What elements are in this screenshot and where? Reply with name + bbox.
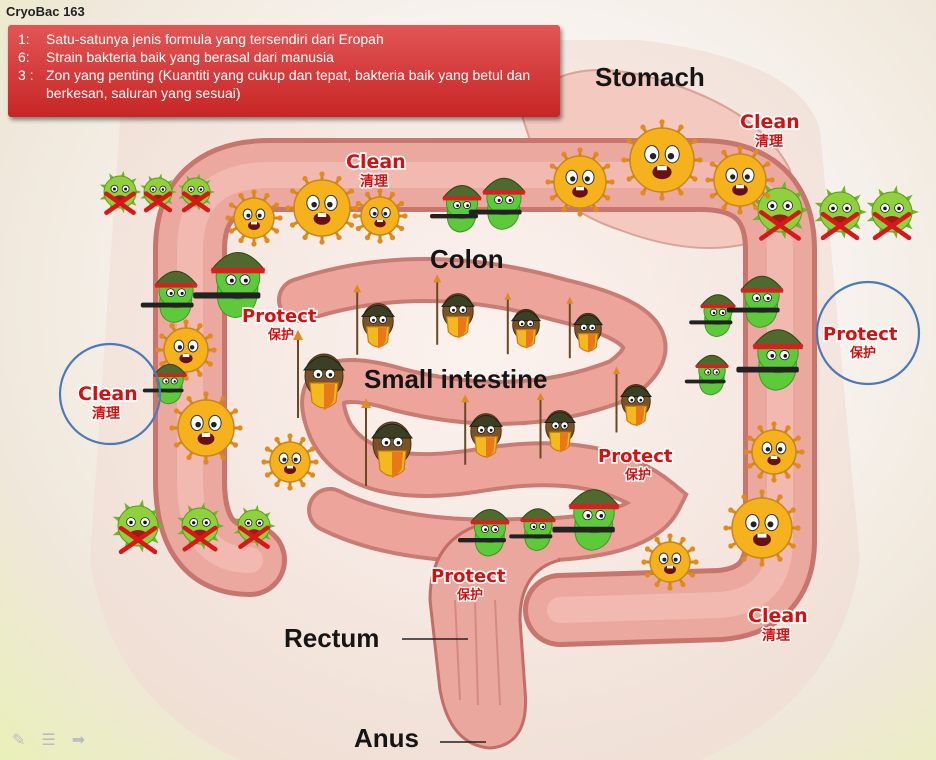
svg-text:保护: 保护 [624,467,651,483]
svg-text:Protect: Protect [598,446,673,467]
soldier-bacteria [684,354,730,396]
bad-bacteria [814,185,867,241]
colon-label: Colon [430,244,504,274]
soldier-bacteria [458,509,511,557]
clean-tag: Clean 清理 [746,603,809,645]
svg-text:保护: 保护 [267,327,294,343]
good-bacteria [621,119,703,201]
rectum [428,518,561,750]
protect-tag: Protect 保护 [821,322,899,362]
soldier-bacteria [552,489,620,551]
svg-text:Clean: Clean [78,383,138,405]
info-line: 6: Strain bakteria baik yang berasal dar… [18,49,334,65]
guard-bacteria [504,292,541,355]
soldier-bacteria [509,508,557,552]
bad-bacteria [140,173,177,213]
menu-icon[interactable]: ☰ [41,730,56,749]
guard-bacteria [293,330,345,418]
svg-text:Clean: Clean [346,151,406,173]
soldier-bacteria [140,270,198,323]
cross-icon [104,191,136,215]
soldier-bacteria [468,177,526,230]
cross-icon [872,211,912,241]
protect-tag: Protect 保护 [429,564,507,604]
soldier-bacteria [142,363,188,405]
protect-tag: Protect 保护 [240,304,318,344]
good-bacteria [225,189,283,247]
svg-text:Clean: Clean [748,605,808,627]
clean-highlight-circle [58,342,162,446]
cross-icon [143,191,173,213]
guard-bacteria [353,284,395,355]
guard-bacteria [612,366,652,433]
bad-bacteria [112,499,165,555]
clean-tag: Clean 清理 [344,149,407,191]
protect-highlight-circle [815,280,921,386]
soldier-bacteria [726,275,784,328]
cross-icon [182,525,218,552]
info-box: 1: Satu-satunya jenis formula yang terse… [8,25,560,117]
clean-tag: Clean 清理 [76,381,139,423]
good-bacteria [261,433,319,491]
svg-text:清理: 清理 [762,627,790,644]
good-bacteria [155,319,217,381]
svg-text:保护: 保护 [849,345,876,361]
good-bacteria [285,171,359,245]
cross-icon [118,525,158,555]
svg-text:清理: 清理 [755,133,783,150]
pen-icon[interactable]: ✎ [12,730,26,749]
cross-icon [820,211,860,241]
slide-nav: ✎ ☰ ➡ [12,730,85,749]
good-bacteria [723,489,801,567]
svg-text:保护: 保护 [456,587,483,603]
guard-bacteria [461,394,503,465]
rectum-label: Rectum [284,623,379,653]
guard-bacteria [566,296,603,359]
page-title: CryoBac 163 [6,4,85,19]
guard-bacteria [536,392,576,459]
bad-bacteria [177,502,225,552]
good-bacteria [352,188,408,244]
info-line: 1: Satu-satunya jenis formula yang terse… [18,31,384,47]
bad-bacteria [752,180,810,241]
svg-text:清理: 清理 [92,405,120,422]
protect-tag: Protect 保护 [596,444,674,484]
svg-text:Protect: Protect [242,306,317,327]
good-bacteria [641,533,699,591]
small-intestine-label: Small intestine [364,364,548,394]
bad-bacteria [233,504,276,549]
cross-icon [181,191,211,213]
soldier-bacteria [689,294,737,338]
svg-text:清理: 清理 [360,173,388,190]
info-line: 3 : Zon yang penting (Kuantiti yang cuku… [18,67,531,101]
arrow-right-icon[interactable]: ➡ [71,730,86,749]
good-bacteria [169,391,243,465]
guard-bacteria [361,398,413,486]
stomach-label: Stomach [595,62,705,92]
bad-bacteria [99,170,142,215]
guard-bacteria [433,274,475,345]
cross-icon [238,525,270,549]
soldier-bacteria [193,252,266,319]
svg-text:Protect: Protect [431,566,506,587]
good-bacteria [545,147,615,217]
svg-text:Protect: Protect [823,324,898,345]
clean-tag: Clean 清理 [738,109,801,151]
bad-bacteria [178,173,215,213]
bad-bacteria [866,185,919,241]
cross-icon [759,210,801,241]
soldier-bacteria [736,329,804,391]
anus-label: Anus [354,723,419,753]
good-bacteria [705,145,775,215]
svg-text:Clean: Clean [740,111,800,133]
good-bacteria [743,421,805,483]
